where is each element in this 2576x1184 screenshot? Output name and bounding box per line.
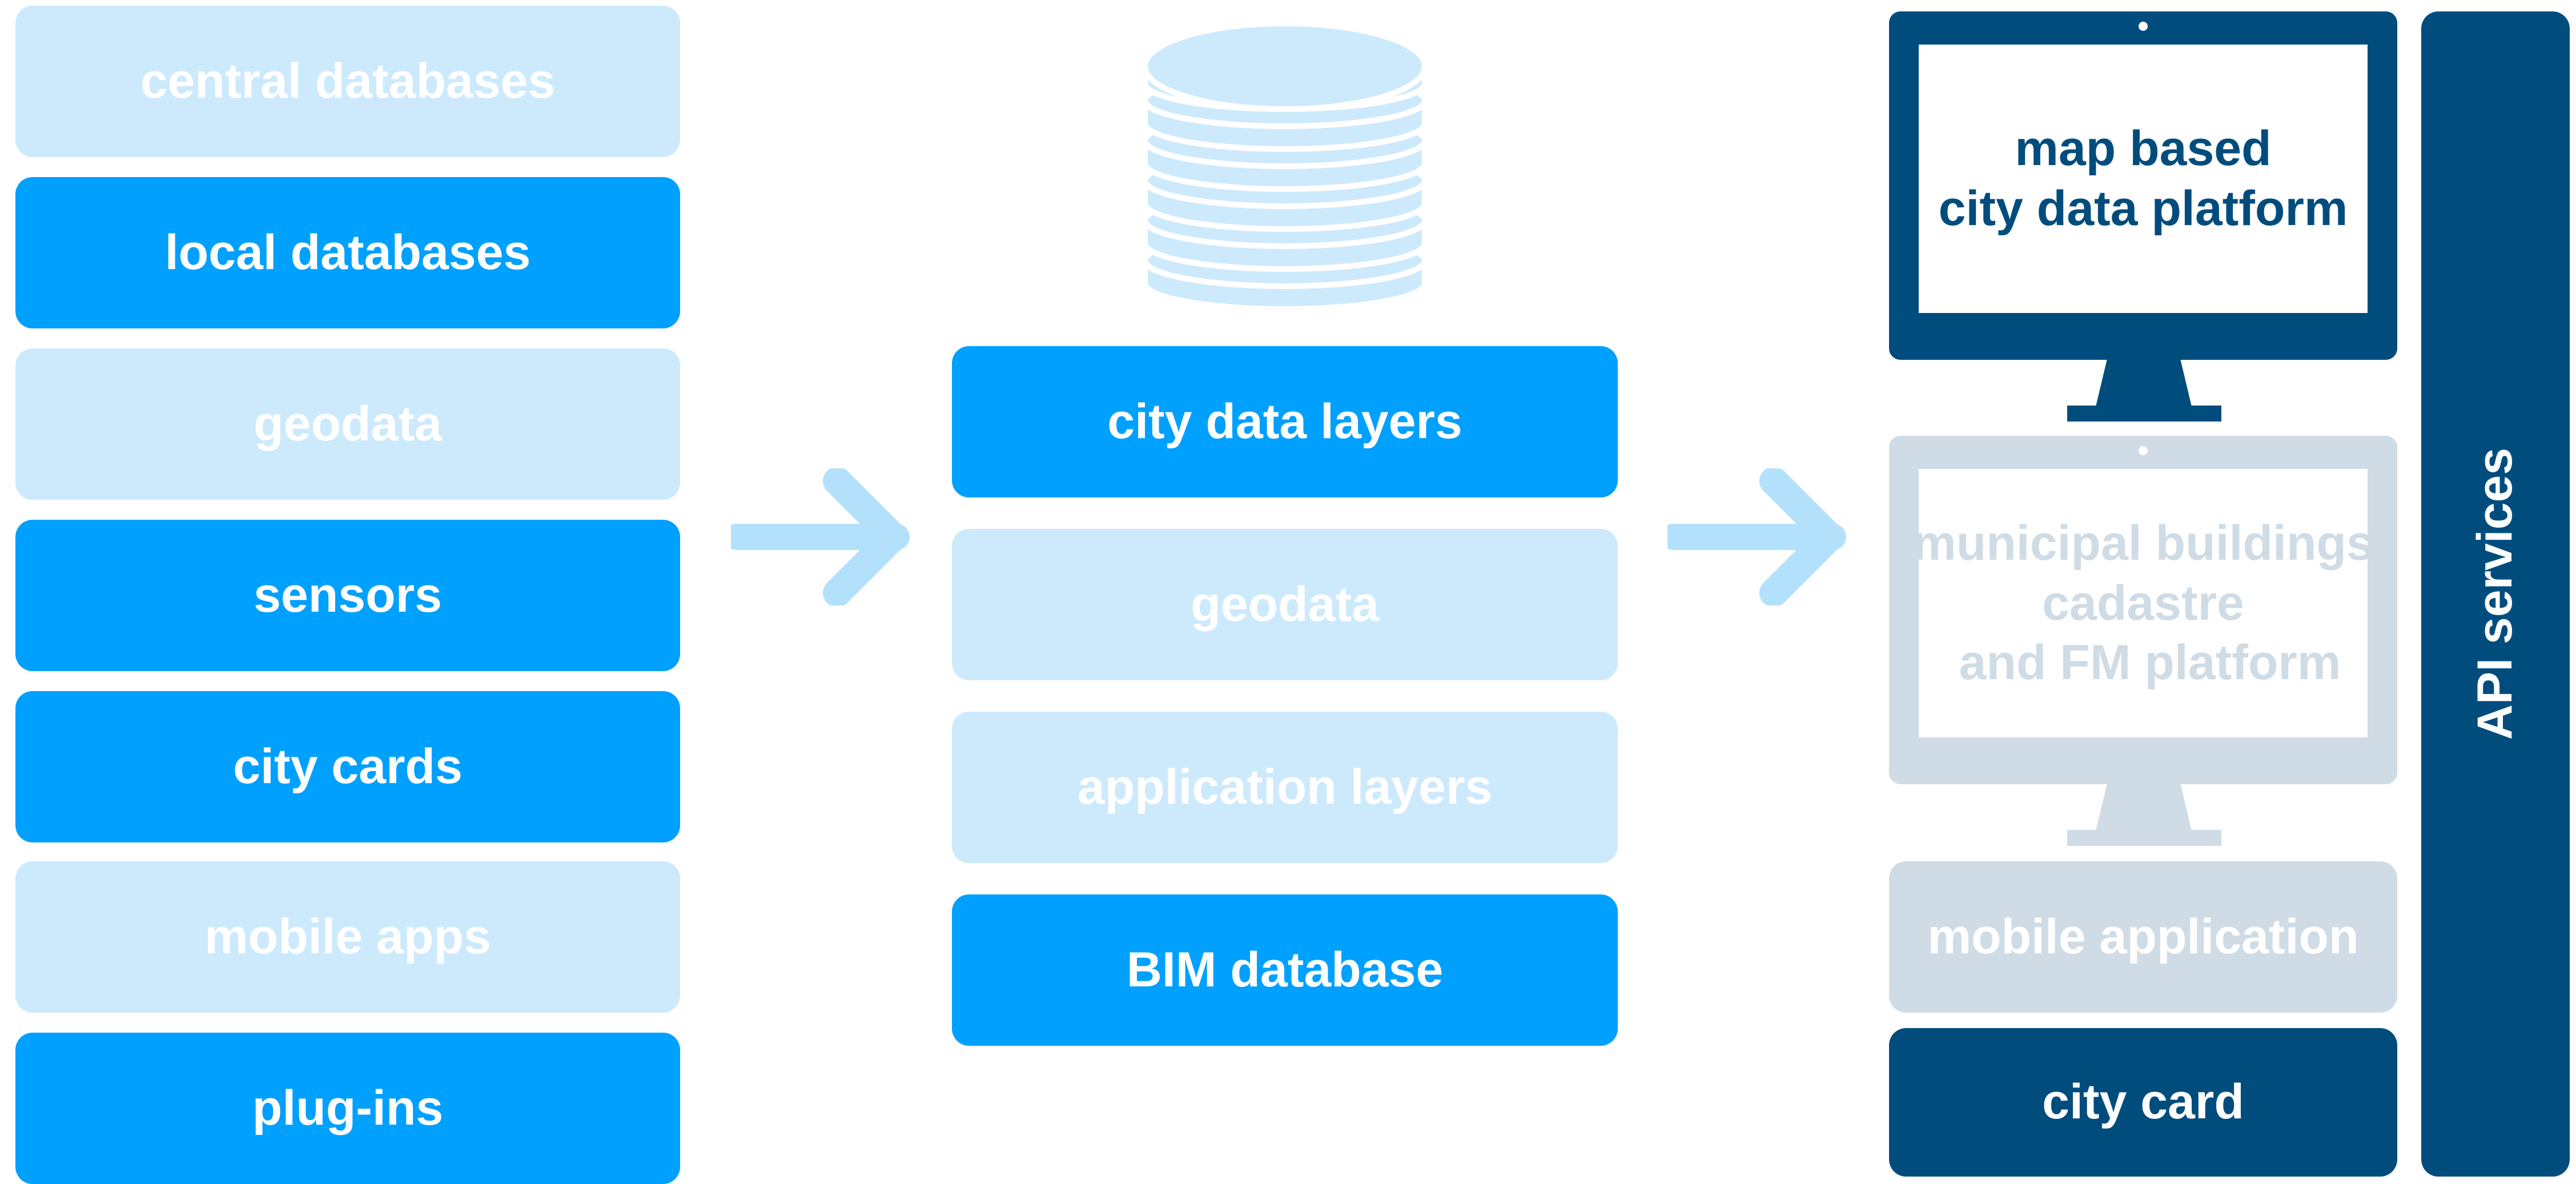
layer-geodata: geodata [952, 529, 1618, 680]
source-label: geodata [254, 396, 442, 451]
layer-label: application layers [1077, 759, 1493, 814]
source-local-databases: local databases [15, 177, 680, 328]
arrow-right-icon [1667, 468, 1846, 605]
source-city-cards: city cards [15, 691, 680, 842]
camera-dot [2139, 446, 2148, 455]
source-geodata: geodata [15, 348, 680, 500]
api-services-bar: API services [2421, 11, 2570, 1177]
source-label: central databases [140, 53, 556, 109]
database-icon [1142, 21, 1428, 312]
layer-label: geodata [1191, 576, 1379, 632]
layer-application-layers: application layers [952, 712, 1618, 863]
monitor-frame: map based city data platform [1889, 11, 2397, 360]
source-central-databases: central databases [15, 6, 680, 157]
monitor-frame: municipal buildings cadastre and FM plat… [1889, 436, 2397, 784]
city-card-box: city card [1889, 1028, 2397, 1177]
layer-label: city data layers [1107, 394, 1462, 449]
mobile-application-label: mobile application [1927, 909, 2359, 964]
monitor-label-line: cadastre [2042, 575, 2244, 631]
monitor-label-line: municipal buildings [1912, 515, 2374, 571]
layer-label: BIM database [1126, 942, 1444, 997]
city-card-label: city card [2042, 1074, 2244, 1130]
source-sensors: sensors [15, 520, 680, 671]
source-label: plug-ins [252, 1080, 444, 1135]
monitor-stand [2067, 359, 2221, 422]
layer-bim-database: BIM database [952, 894, 1618, 1046]
source-mobile-apps: mobile apps [15, 861, 680, 1013]
monitor-screen: municipal buildings cadastre and FM plat… [1912, 469, 2374, 737]
source-label: mobile apps [204, 909, 491, 964]
mobile-application-box: mobile application [1889, 861, 2397, 1013]
monitor-label-line: city data platform [1938, 181, 2348, 236]
layer-city-data-layers: city data layers [952, 346, 1618, 497]
api-services-label: API services [2468, 448, 2523, 740]
source-label: sensors [254, 567, 442, 623]
source-label: local databases [164, 224, 531, 280]
source-label: city cards [233, 739, 463, 794]
source-plug-ins: plug-ins [15, 1033, 680, 1184]
monitor-label-line: map based [2015, 121, 2272, 176]
monitor-label-line: and FM platform [1945, 635, 2341, 691]
arrow-right-icon [731, 468, 910, 605]
camera-dot [2139, 22, 2148, 31]
monitor-stand [2067, 783, 2221, 846]
monitor-screen: map based city data platform [1919, 45, 2368, 313]
